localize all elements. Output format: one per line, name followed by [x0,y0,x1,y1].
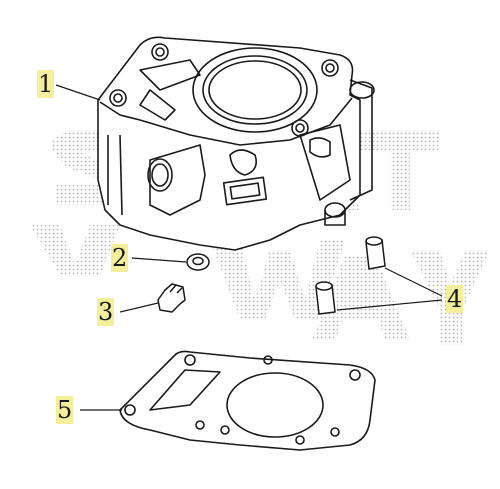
callout-3-text: 3 [97,298,115,326]
callout-1: 1 [37,70,55,98]
callout-2-text: 2 [111,244,129,272]
callout-4-text: 4 [446,285,464,313]
callout-2: 2 [111,244,129,272]
callout-5: 5 [56,396,74,424]
callout-5-text: 5 [56,396,74,424]
bolt-part [157,283,186,313]
cylinder-part [97,36,375,251]
callout-1-text: 1 [37,70,55,98]
leader-lines [55,84,443,411]
callout-4: 4 [446,285,464,313]
washer-part [186,253,210,271]
dowel-pin-part [315,236,386,315]
gasket-part [119,350,376,451]
callout-3: 3 [97,298,115,326]
